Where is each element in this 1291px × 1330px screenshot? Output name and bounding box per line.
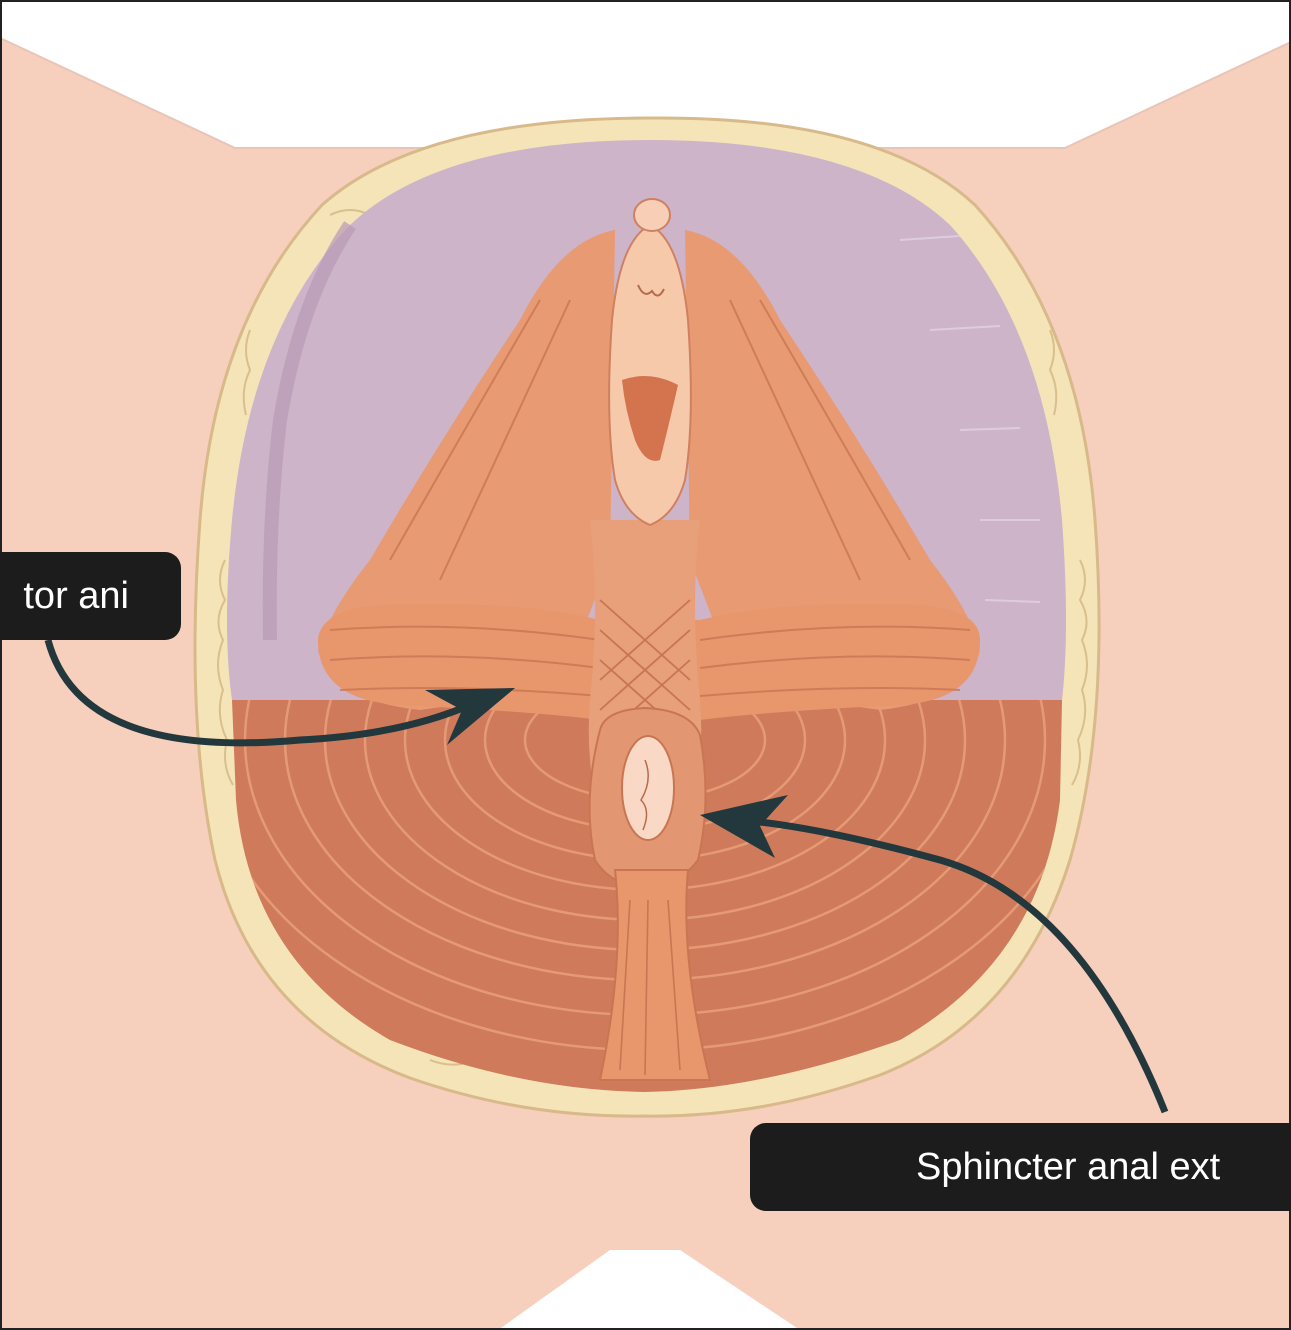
- sphincter-label: Sphincter anal ext: [750, 1123, 1291, 1211]
- clitoris: [634, 199, 670, 231]
- anal-opening: [622, 736, 674, 840]
- vestibule: [609, 225, 691, 525]
- levator-ani-label-text: tor ani: [23, 575, 129, 618]
- sphincter-label-text: Sphincter anal ext: [916, 1146, 1220, 1189]
- levator-ani-label: tor ani: [0, 552, 181, 640]
